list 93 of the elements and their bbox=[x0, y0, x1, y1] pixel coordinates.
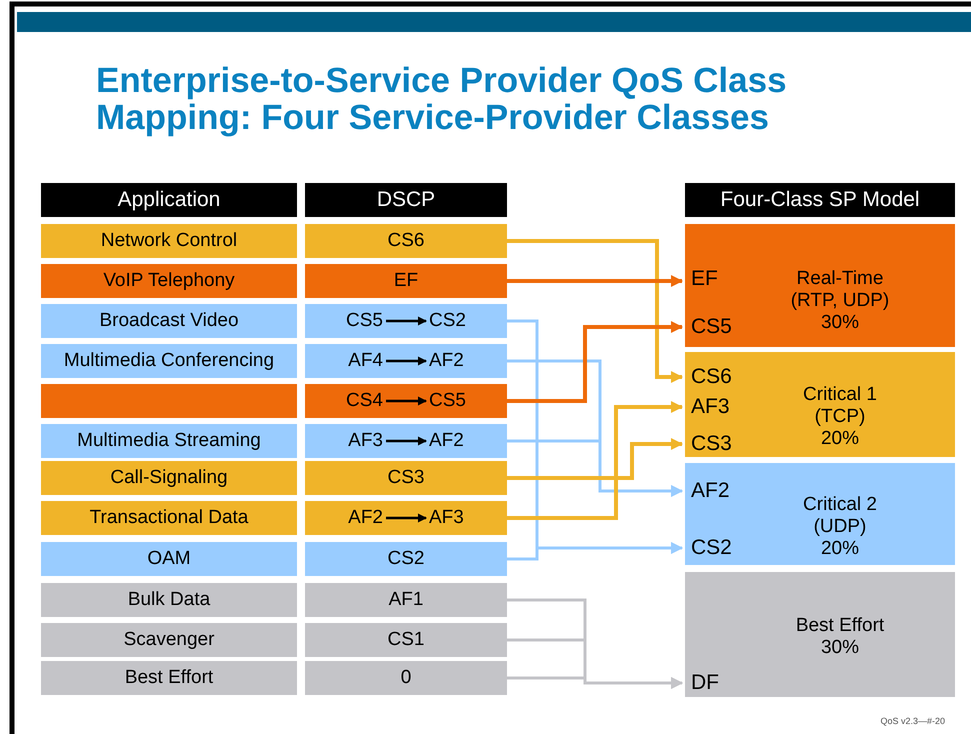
mapping-arrow bbox=[386, 356, 427, 366]
class-code: CS3 bbox=[691, 433, 732, 455]
class-box bbox=[685, 463, 955, 565]
column-header bbox=[41, 183, 297, 217]
cell-text: Broadcast Video bbox=[99, 310, 239, 332]
cell-text: CS1 bbox=[388, 629, 424, 651]
class-box bbox=[685, 572, 955, 697]
connector-arrow bbox=[507, 401, 683, 520]
application-cell bbox=[41, 304, 297, 338]
class-code: CS2 bbox=[691, 537, 732, 559]
application-cell bbox=[41, 542, 297, 576]
dscp-value: AF4 bbox=[348, 350, 383, 372]
dscp-value: AF3 bbox=[348, 430, 383, 452]
dscp-value: AF2 bbox=[429, 430, 464, 452]
application-cell bbox=[41, 264, 297, 298]
class-text: Critical 1 (TCP) bbox=[802, 384, 878, 428]
mapping-arrow bbox=[386, 514, 427, 522]
dscp-cell bbox=[305, 424, 507, 458]
class-text: Real-Time (RTP, UDP) bbox=[790, 268, 890, 312]
class-code: CS6 bbox=[691, 366, 732, 388]
application-cell bbox=[41, 623, 297, 657]
class-text: Critical 2 (UDP) bbox=[802, 494, 878, 538]
cell-text: Multimedia Conferencing bbox=[64, 350, 274, 372]
cell-text: VoIP Telephony bbox=[103, 270, 235, 292]
cell-text: Four-Class SP Model bbox=[720, 188, 920, 212]
connector-arrow bbox=[507, 275, 683, 287]
mapping-arrow bbox=[386, 396, 427, 406]
cell-text: CS2 bbox=[388, 548, 424, 570]
cell-text: Network Control bbox=[100, 230, 238, 252]
class-code: CS5 bbox=[691, 316, 732, 338]
class-text: 30% bbox=[820, 312, 860, 334]
dscp-cell bbox=[305, 224, 507, 258]
dscp-cell bbox=[305, 661, 507, 695]
cell-text: CS6 bbox=[388, 230, 424, 252]
class-code: AF3 bbox=[691, 396, 730, 418]
dscp-cell bbox=[305, 304, 507, 338]
class-text: 20% bbox=[820, 538, 860, 560]
dscp-cell bbox=[305, 583, 507, 617]
dscp-value: AF3 bbox=[429, 507, 464, 529]
dscp-value: CS2 bbox=[429, 310, 466, 332]
connector-arrow bbox=[507, 438, 683, 480]
cell-text: Transactional Data bbox=[90, 507, 248, 529]
class-code: EF bbox=[691, 268, 718, 290]
cell-text: Call-Signaling bbox=[110, 467, 228, 489]
cell-text: 0 bbox=[400, 667, 412, 689]
dscp-cell bbox=[305, 623, 507, 657]
dscp-cell bbox=[305, 344, 507, 378]
slide-title: Enterprise-to-Service Provider QoS Class Mapping: Four Service-Provider Classes bbox=[96, 62, 788, 136]
cell-text: EF bbox=[394, 270, 418, 292]
dscp-cell bbox=[305, 384, 507, 418]
connector-arrow bbox=[507, 440, 683, 497]
class-text: 20% bbox=[820, 428, 860, 450]
application-cell bbox=[41, 501, 297, 535]
class-text: 30% bbox=[820, 637, 860, 659]
column-header bbox=[305, 183, 507, 217]
dscp-cell bbox=[305, 461, 507, 495]
cell-text: OAM bbox=[147, 548, 191, 570]
application-cell bbox=[41, 424, 297, 458]
mapping-arrow bbox=[386, 436, 427, 446]
mapping-arrow bbox=[386, 316, 427, 326]
application-cell bbox=[41, 384, 297, 418]
class-box bbox=[685, 352, 955, 457]
dscp-cell bbox=[305, 264, 507, 298]
application-cell bbox=[41, 461, 297, 495]
cell-text: AF1 bbox=[388, 589, 424, 611]
cell-text: DSCP bbox=[376, 188, 436, 212]
cell-text: Multimedia Streaming bbox=[77, 430, 261, 452]
connector-arrow bbox=[507, 542, 683, 560]
dscp-value: AF2 bbox=[429, 350, 464, 372]
connector-arrow bbox=[507, 676, 683, 689]
class-text: Best Effort bbox=[794, 615, 886, 637]
application-cell bbox=[41, 224, 297, 258]
application-cell bbox=[41, 344, 297, 378]
cell-text: Application bbox=[118, 188, 220, 212]
class-code: AF2 bbox=[691, 480, 730, 502]
connector-arrow bbox=[507, 321, 683, 403]
cell-text: Scavenger bbox=[124, 629, 214, 651]
cell-text: Bulk Data bbox=[128, 589, 210, 611]
dscp-value: CS4 bbox=[346, 390, 383, 412]
column-header bbox=[685, 183, 955, 217]
cell-text: CS3 bbox=[388, 467, 424, 489]
dscp-cell bbox=[305, 542, 507, 576]
dscp-value: CS5 bbox=[429, 390, 466, 412]
application-cell bbox=[41, 661, 297, 695]
application-cell bbox=[41, 583, 297, 617]
class-code: DF bbox=[691, 672, 719, 694]
dscp-cell bbox=[305, 501, 507, 535]
dscp-value: AF2 bbox=[348, 507, 383, 529]
slide-number: QoS v2.3—#-20 bbox=[880, 716, 945, 726]
class-box bbox=[685, 224, 955, 347]
dscp-value: CS5 bbox=[346, 310, 383, 332]
connector-arrow bbox=[507, 239, 683, 383]
cell-text: Best Effort bbox=[124, 667, 214, 689]
